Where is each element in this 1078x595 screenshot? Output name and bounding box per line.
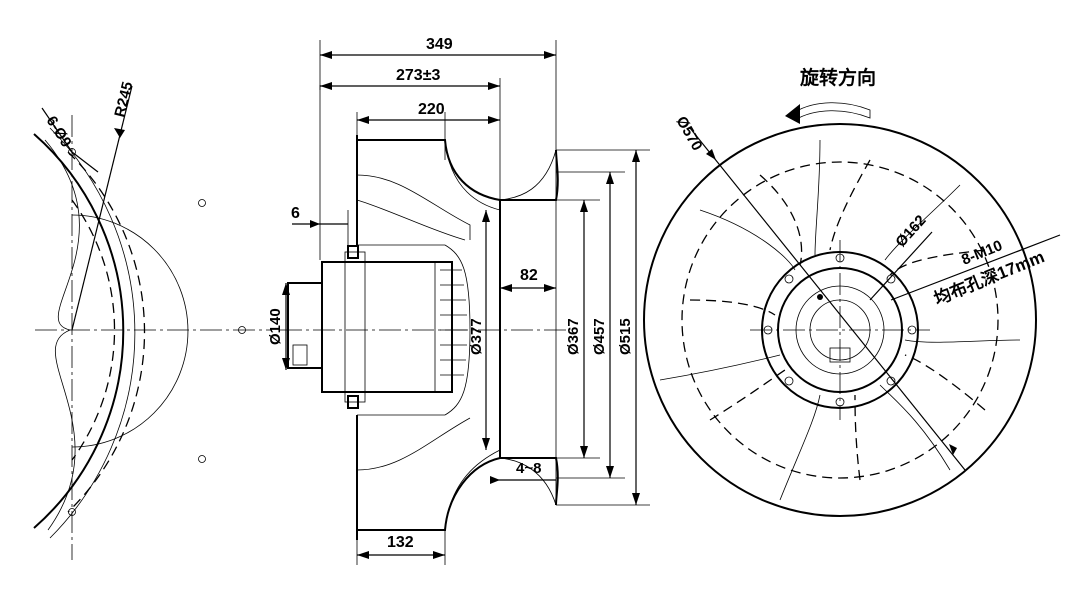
hole-label: 6-Ø9 [43, 113, 75, 150]
dim-inlet-diameter: Ø367 [565, 318, 582, 355]
dim-ring-diameter: Ø457 [591, 318, 608, 355]
rotation-arrow-icon [794, 102, 871, 121]
bolt-hole [68, 508, 76, 516]
dim-body-length: 220 [418, 101, 445, 118]
dim-blade-width: 132 [387, 534, 414, 551]
bolt-hole [68, 148, 76, 156]
front-view: Ø570 Ø162 8-M10 均布孔深17mm 旋转方向 [643, 66, 1061, 517]
dim-inlet-depth: 82 [520, 267, 538, 284]
rotation-label: 旋转方向 [799, 66, 876, 89]
dim-hub-diameter: Ø377 [468, 318, 485, 355]
dim-outer-ring-diameter: Ø515 [617, 318, 634, 355]
dim-flange: 6 [291, 205, 300, 222]
impeller-outline [643, 123, 1037, 517]
dim-impeller-diameter: Ø570 [673, 114, 706, 154]
bolt-hole [198, 455, 206, 463]
side-view: 349 273±3 220 6 [267, 36, 650, 565]
dim-overall-length: 349 [426, 36, 453, 53]
left-half-view: R245 6-Ø9 [33, 80, 272, 560]
rotation-arrowhead-icon [785, 104, 800, 124]
dim-inlet-to-motor: 273±3 [396, 67, 440, 84]
dim-hub-bolt-circle: Ø162 [892, 212, 929, 251]
radius-label: R245 [111, 80, 136, 119]
bolt-hole [238, 326, 246, 334]
dim-gap: 4~8 [516, 460, 541, 477]
dim-motor-diameter: Ø140 [267, 308, 284, 345]
bolt-hole [198, 199, 206, 207]
